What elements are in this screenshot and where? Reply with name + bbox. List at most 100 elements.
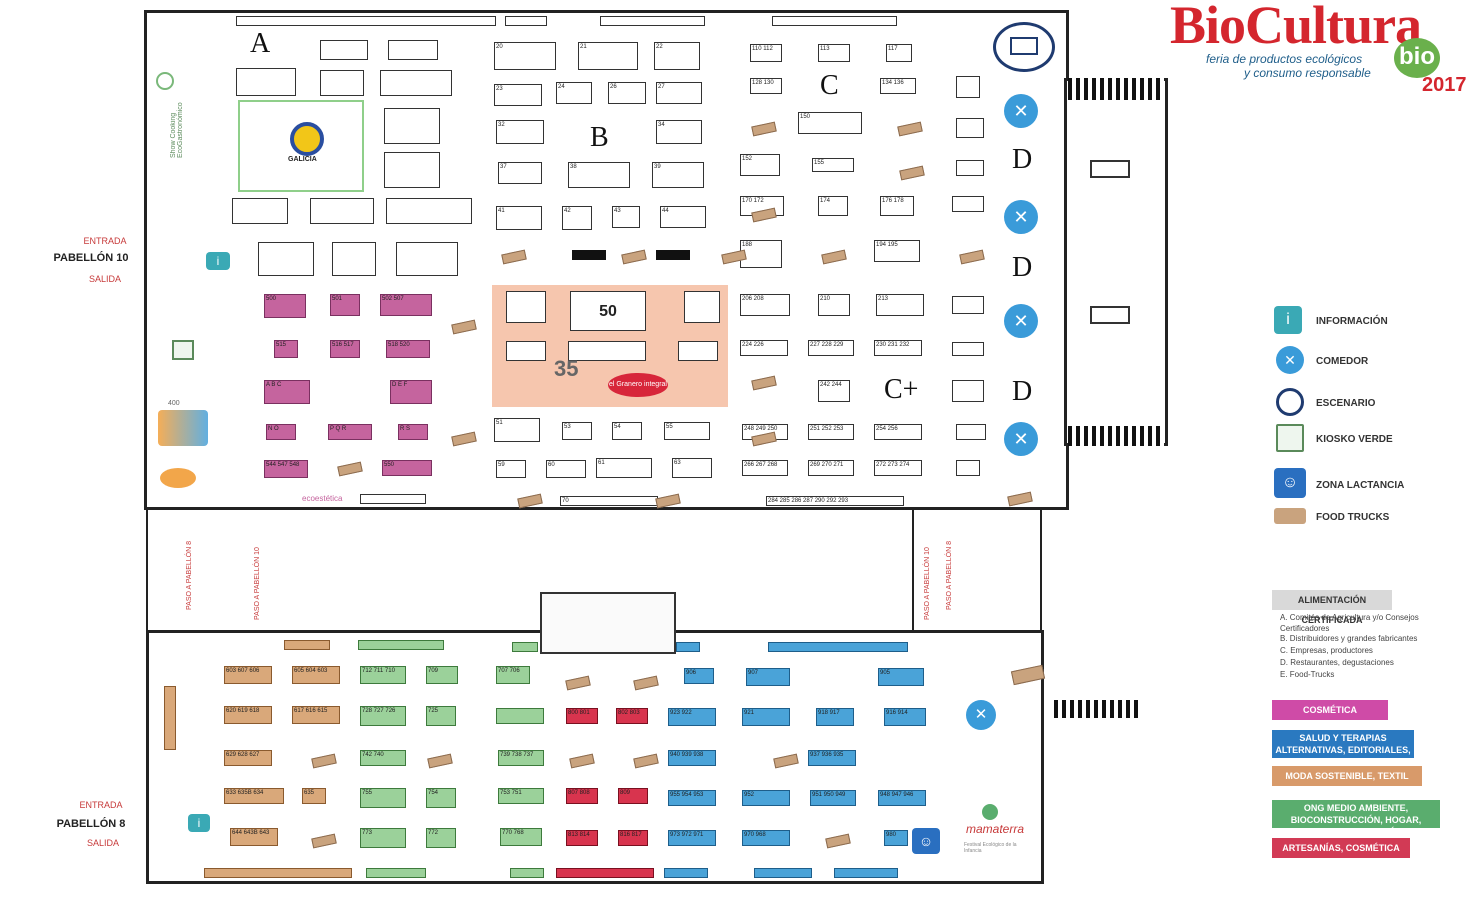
booth-951[interactable]: 951 950 949 (810, 790, 856, 806)
booth-cluster[interactable] (320, 40, 368, 60)
dining-icon[interactable]: ✕ (966, 700, 996, 730)
booth-955[interactable]: 955 954 953 (668, 790, 716, 806)
booth-617[interactable]: 617 616 615 (292, 706, 340, 724)
booth-21[interactable]: 21 (578, 42, 638, 70)
booth-948[interactable]: 948 947 946 (878, 790, 926, 806)
info-icon[interactable]: i (206, 252, 230, 270)
center-block-50[interactable]: 50 35 el Granero integral (492, 285, 728, 407)
booth-206[interactable]: 206 208 (740, 294, 790, 316)
booth-807[interactable]: 807 808 (566, 788, 598, 804)
booth-rs[interactable]: R S (398, 424, 428, 440)
booth-980[interactable]: 980 (884, 830, 908, 846)
booth-efghi[interactable] (506, 341, 546, 361)
booth-916[interactable]: 916 914 (884, 708, 926, 726)
booth-923[interactable]: 923 922 (668, 708, 716, 726)
booth-502[interactable]: 502 507 (380, 294, 432, 316)
booth-816[interactable]: 816 817 (618, 830, 648, 846)
booth-41[interactable]: 41 (496, 206, 542, 230)
booth-501[interactable]: 501 (330, 294, 360, 316)
booth-176[interactable]: 176 178 (880, 196, 914, 216)
booth-cluster[interactable] (232, 198, 288, 224)
booth-strip[interactable] (556, 868, 654, 878)
booth-128[interactable]: 128 130 (750, 78, 782, 94)
booth-59[interactable]: 59 (496, 460, 526, 478)
booth-strip[interactable] (510, 868, 544, 878)
booth-973[interactable]: 973 972 971 (668, 830, 716, 846)
dining-icon[interactable]: ✕ (1004, 94, 1038, 128)
booth-319[interactable] (956, 160, 984, 176)
booth-39[interactable]: 39 (652, 162, 704, 188)
galicia-block[interactable]: GALICIA (238, 100, 364, 192)
booth-cluster[interactable] (236, 68, 296, 96)
booth-272[interactable]: 272 273 274 (874, 460, 922, 476)
booth-abc[interactable]: A B C (264, 380, 310, 404)
booth-cd[interactable] (684, 291, 720, 323)
booth-strip[interactable] (676, 642, 700, 652)
booth-772[interactable]: 772 (426, 828, 456, 848)
booth-22[interactable]: 22 (654, 42, 700, 70)
stage-icon[interactable] (993, 22, 1055, 72)
booth-755[interactable]: 755 (360, 788, 406, 808)
booth-42[interactable]: 42 (562, 206, 592, 230)
booth-strip[interactable] (284, 640, 330, 650)
booth-905[interactable]: 905 (878, 668, 924, 686)
booth-691[interactable] (164, 686, 176, 750)
booth-230[interactable]: 230 231 232 (874, 340, 922, 356)
booth-ab[interactable] (506, 291, 546, 323)
booth-213[interactable]: 213 (876, 294, 924, 316)
booth-284[interactable]: 284 285 286 287 290 292 293 (766, 496, 904, 506)
booth-strip[interactable] (768, 642, 908, 652)
dining-icon[interactable]: ✕ (1004, 304, 1038, 338)
booth-242[interactable]: 242 244 (818, 380, 850, 402)
booth-210[interactable]: 210 (818, 294, 850, 316)
booth-224[interactable]: 224 226 (740, 340, 788, 356)
booth-23[interactable]: 23 (494, 84, 542, 106)
booth-770[interactable]: 770 768 (500, 828, 542, 846)
booth-117[interactable]: 117 (886, 44, 912, 62)
booth-174[interactable]: 174 (818, 196, 848, 216)
booth-227[interactable]: 227 228 229 (808, 340, 854, 356)
booth-906[interactable]: 906 (684, 668, 714, 684)
booth-644[interactable]: 644 643B 643 (230, 828, 278, 846)
booth-strip[interactable] (754, 868, 812, 878)
booth-343[interactable] (956, 424, 986, 440)
booth-37[interactable]: 37 (498, 162, 542, 184)
booth-50[interactable]: 50 (570, 291, 646, 331)
booth-cluster[interactable] (388, 40, 438, 60)
booth-strip[interactable] (834, 868, 898, 878)
booth-544[interactable]: 544 547 548 (264, 460, 308, 478)
booth-110[interactable]: 110 112 (750, 44, 782, 62)
booth-705b[interactable] (512, 642, 538, 652)
booth-70[interactable]: 70 (560, 496, 658, 506)
booth-cluster[interactable] (386, 198, 472, 224)
booth-773[interactable]: 773 (360, 828, 406, 848)
booth-800[interactable]: 800 801 (566, 708, 598, 724)
booth-334[interactable] (952, 342, 984, 356)
booth-54[interactable]: 54 (612, 422, 642, 440)
booth-937[interactable]: 937 936 935 (808, 750, 856, 766)
booth-pqrst[interactable] (678, 341, 718, 361)
booth-34[interactable]: 34 (656, 120, 702, 144)
booth-753[interactable]: 753 751 (498, 788, 544, 804)
booth-500[interactable]: 500 (264, 294, 306, 318)
booth-310[interactable] (956, 76, 980, 98)
booth-620[interactable]: 620 619 618 (224, 706, 272, 724)
booth-254[interactable]: 254 256 (874, 424, 922, 440)
booth-no[interactable]: N O (266, 424, 296, 440)
booth-113[interactable]: 113 (818, 44, 850, 62)
booth-712[interactable]: 712 711 710 (360, 666, 406, 684)
booth-725[interactable]: 725 (426, 706, 456, 726)
booth-707[interactable]: 707 706 (496, 666, 530, 684)
booth-330[interactable] (952, 296, 984, 314)
booth-635[interactable]: 635 (302, 788, 326, 804)
booth-60[interactable]: 60 (546, 460, 586, 478)
booth-cluster[interactable] (320, 70, 364, 96)
booth-63[interactable]: 63 (672, 458, 712, 478)
booth-150[interactable]: 150 (798, 112, 862, 134)
booth-53[interactable]: 53 (562, 422, 592, 440)
booth-728[interactable]: 728 727 726 (360, 706, 406, 726)
booth-155[interactable]: 155 (812, 158, 854, 172)
nursing-icon[interactable]: ☺ (912, 828, 940, 854)
booth-194[interactable]: 194 195 (874, 240, 920, 262)
booth-cluster[interactable] (384, 108, 440, 144)
